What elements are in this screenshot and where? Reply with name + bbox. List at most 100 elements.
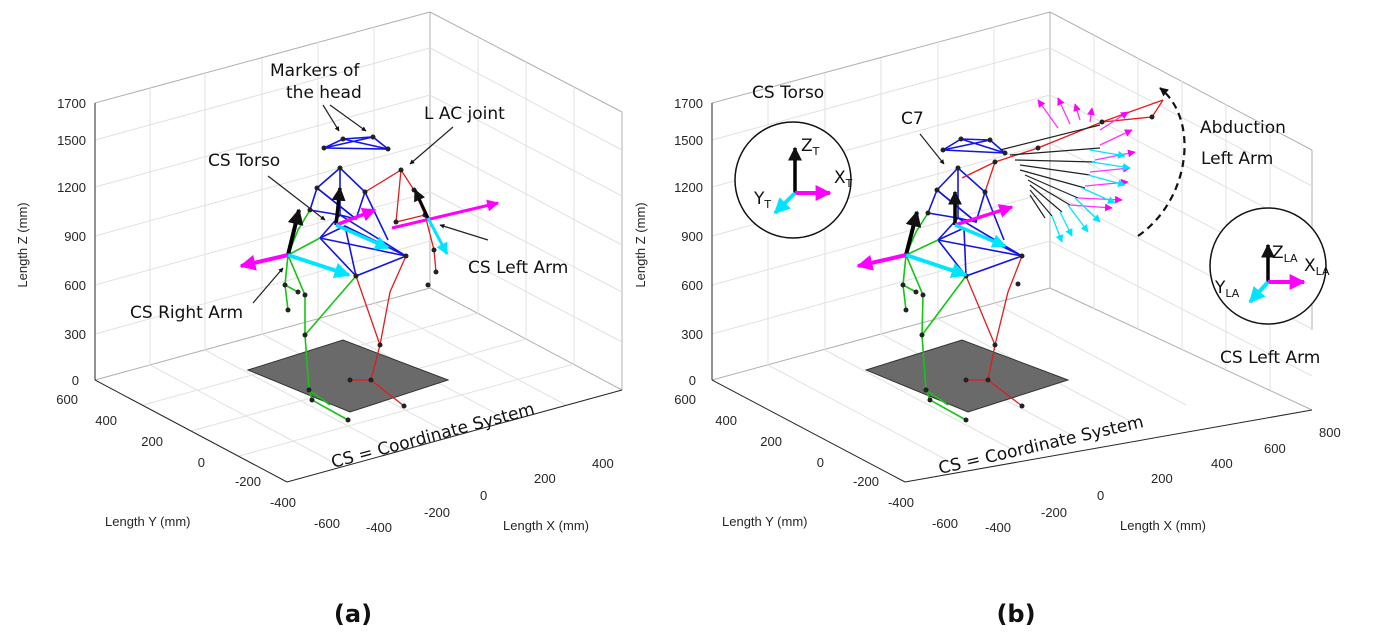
panel-b: 1700 1500 1200 900 600 300 0 Length Z (m…	[633, 11, 1341, 628]
torso-y-arrow	[954, 223, 1007, 248]
abduction-label: Left Arm	[1201, 149, 1273, 169]
force-plate	[246, 339, 450, 413]
y-tick: 0	[198, 455, 205, 470]
cs-definition-label: CS = Coordinate System	[329, 399, 537, 473]
torso-x-label: XT	[834, 168, 853, 190]
panel-b-label: (b)	[996, 600, 1035, 628]
torso-cs-inset: ZT XT YT	[734, 121, 853, 239]
panel-a-y-ticks: 600 400 200 0 -200 -400 -600	[56, 392, 340, 531]
x-tick: 200	[534, 471, 556, 486]
y-tick: -600	[932, 516, 958, 531]
y-tick: 600	[674, 392, 696, 407]
panel-a-x-ticks: -400 -200 0 200 400	[366, 456, 614, 535]
pointer-arrow	[439, 223, 489, 241]
z-tick: 0	[689, 373, 696, 388]
z-tick: 300	[64, 327, 86, 342]
pointer-arrow	[919, 133, 945, 165]
torso-y-arrow	[335, 223, 390, 250]
right-arm-z-arrow	[286, 208, 304, 256]
panel-b-cs-arrows	[856, 190, 1014, 279]
z-tick: 1700	[674, 96, 703, 111]
z-tick: 600	[64, 278, 86, 293]
y-tick: 0	[817, 455, 824, 470]
torso-x-arrow	[954, 204, 1014, 227]
right-arm-z-arrow	[904, 210, 922, 256]
y-tick: 600	[56, 392, 78, 407]
z-tick: 0	[72, 373, 79, 388]
y-tick: 200	[141, 434, 163, 449]
y-tick: 400	[95, 413, 117, 428]
pointer-arrow	[267, 175, 326, 221]
arm-x-label: XLA	[1304, 256, 1330, 278]
x-tick: 0	[480, 488, 487, 503]
cs-left-arm-label: CS Left Arm	[468, 258, 568, 278]
y-axis-label: Length Y (mm)	[105, 514, 191, 529]
cs-definition-label: CS = Coordinate System	[937, 412, 1146, 479]
left-arm-z-arrow	[413, 188, 430, 219]
z-tick: 1200	[674, 180, 703, 195]
right-arm-y-arrow	[905, 253, 968, 279]
cs-right-arm-label: CS Right Arm	[130, 303, 243, 323]
y-tick: -400	[888, 495, 914, 510]
x-tick: 800	[1319, 425, 1341, 440]
y-tick: -600	[314, 516, 340, 531]
x-tick: 400	[1211, 456, 1233, 471]
y-tick: 400	[715, 413, 737, 428]
y-tick: -200	[235, 474, 261, 489]
left-arm-y-arrow	[426, 217, 449, 256]
pointer-arrow	[409, 126, 454, 165]
pointer-arrow	[322, 104, 340, 132]
panel-b-z-ticks: 1700 1500 1200 900 600 300 0	[674, 96, 703, 388]
pointer-arrow	[252, 267, 284, 304]
y-axis-label: Length Y (mm)	[722, 514, 808, 529]
abduction-label: Abduction	[1200, 118, 1286, 138]
x-tick: -400	[985, 520, 1011, 535]
cs-torso-title: CS Torso	[752, 83, 824, 103]
z-tick: 600	[681, 278, 703, 293]
right-arm-y-arrow	[287, 253, 351, 279]
cs-left-arm-title: CS Left Arm	[1220, 348, 1320, 368]
left-arm-x-arrow	[391, 199, 500, 230]
panel-a-cs-arrows	[239, 186, 500, 279]
y-tick: -200	[853, 474, 879, 489]
z-tick: 900	[64, 229, 86, 244]
z-tick: 1200	[57, 180, 86, 195]
arm-z-label: ZLA	[1272, 243, 1298, 265]
torso-y-label: YT	[753, 189, 771, 211]
abduction-arc	[1137, 87, 1186, 237]
torso-x-arrow	[335, 207, 377, 227]
torso-z-arrow	[331, 186, 346, 226]
markers-head-label: the head	[286, 83, 362, 103]
cs-torso-label: CS Torso	[208, 151, 280, 171]
x-tick: -200	[1041, 505, 1067, 520]
x-axis-label: Length X (mm)	[503, 518, 589, 533]
panel-a-label: (a)	[334, 600, 372, 628]
l-ac-joint-label: L AC joint	[424, 104, 505, 124]
z-tick: 1700	[57, 96, 86, 111]
right-arm-x-arrow	[239, 253, 289, 271]
x-tick: 600	[1264, 441, 1286, 456]
panel-b-x-ticks: -400 -200 0 200 400 600 800	[985, 425, 1341, 535]
x-tick: 0	[1097, 488, 1104, 503]
pointer-arrow	[329, 104, 367, 132]
z-tick: 900	[681, 229, 703, 244]
markers-head-label: Markers of	[270, 61, 360, 81]
x-tick: -200	[424, 505, 450, 520]
z-tick: 1500	[57, 133, 86, 148]
x-tick: 400	[592, 456, 614, 471]
x-tick: -400	[366, 520, 392, 535]
z-tick: 300	[681, 327, 703, 342]
right-arm-x-arrow	[856, 253, 907, 271]
panel-b-y-ticks: 600 400 200 0 -200 -400 -600	[674, 392, 958, 531]
y-tick: -400	[270, 495, 296, 510]
panel-a-z-ticks: 1700 1500 1200 900 600 300 0	[57, 96, 86, 388]
x-axis-label: Length X (mm)	[1120, 518, 1206, 533]
z-tick: 1500	[674, 133, 703, 148]
abduction-trajectory	[999, 124, 1101, 219]
torso-z-label: ZT	[801, 136, 820, 158]
c7-label: C7	[901, 109, 924, 129]
z-axis-label: Length Z (mm)	[633, 202, 648, 287]
y-tick: 200	[760, 434, 782, 449]
force-plate	[864, 339, 1070, 413]
